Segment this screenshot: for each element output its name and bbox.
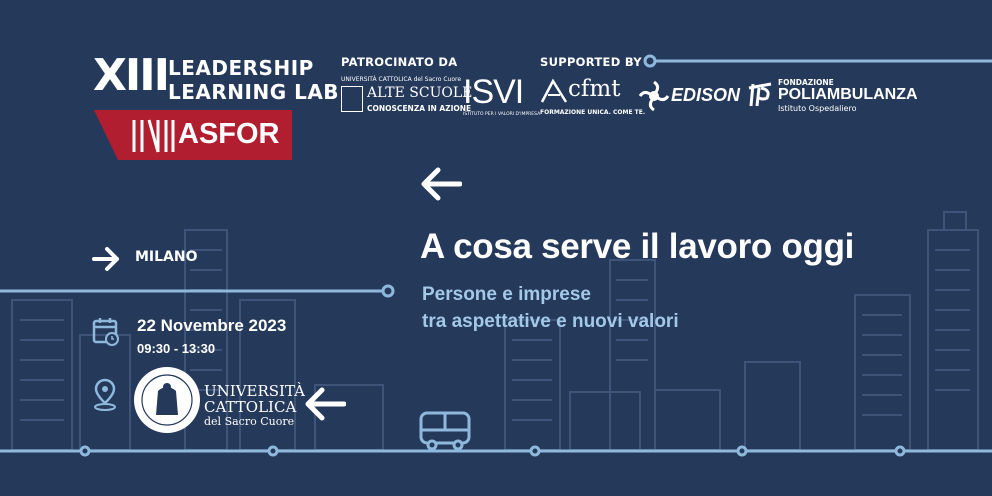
poliambulanza-logo-icon xyxy=(748,82,772,107)
isvi-logo: ISVI xyxy=(463,73,524,111)
patronage-label: PATROCINATO DA xyxy=(341,55,458,69)
university-seal-icon xyxy=(134,367,200,433)
venue-name-line1: UNIVERSITÀ xyxy=(204,382,305,400)
cfmt-tagline: FORMAZIONE UNICA. COME TE. xyxy=(540,109,646,116)
event-name-line2: LEARNING LAB xyxy=(168,80,340,104)
poliambulanza-name: POLIAMBULANZA xyxy=(778,86,918,103)
isvi-tagline: ISTITUTO PER I VALORI D'IMPRESA xyxy=(463,112,541,117)
event-city: MILANO xyxy=(135,249,198,265)
arrow-right-icon xyxy=(92,247,119,271)
edison-logo: EDISON xyxy=(671,85,741,105)
edison-logo-icon xyxy=(638,80,670,112)
bus-icon xyxy=(419,411,471,451)
event-date: 22 Novembre 2023 xyxy=(137,316,287,335)
poliambulanza-line3: Istituto Ospedaliero xyxy=(778,104,857,113)
event-subtitle-line2: tra aspettative e nuovi valori xyxy=(422,311,679,332)
arrow-left-icon xyxy=(421,167,462,201)
event-name-line1: LEADERSHIP xyxy=(168,56,314,80)
venue-name-line3: del Sacro Cuore xyxy=(204,415,295,428)
edition-numeral: XIII xyxy=(93,50,170,101)
altis-name: ALTE SCUOLE xyxy=(367,85,473,101)
calendar-icon xyxy=(92,318,119,346)
altis-university-line: UNIVERSITÀ CATTOLICA del Sacro Cuore xyxy=(341,76,462,83)
altis-emblem-icon xyxy=(341,86,363,112)
event-subtitle-line1: Persone e imprese xyxy=(422,284,591,305)
altis-tagline: CONOSCENZA IN AZIONE xyxy=(367,104,472,113)
organizer-name: ASFOR xyxy=(178,118,280,150)
poliambulanza-line1: FONDAZIONE xyxy=(778,78,834,87)
cfmt-logo: cfmt xyxy=(568,76,621,102)
event-time: 09:30 - 13:30 xyxy=(137,341,216,356)
asfor-logo-background xyxy=(94,110,292,160)
event-title: A cosa serve il lavoro oggi xyxy=(420,227,855,266)
venue-name-line2: CATTOLICA xyxy=(204,398,297,416)
cfmt-logo-icon xyxy=(540,78,568,103)
supported-label: SUPPORTED BY xyxy=(540,55,642,69)
arrow-left-icon xyxy=(305,387,346,421)
location-pin-icon xyxy=(94,378,116,411)
